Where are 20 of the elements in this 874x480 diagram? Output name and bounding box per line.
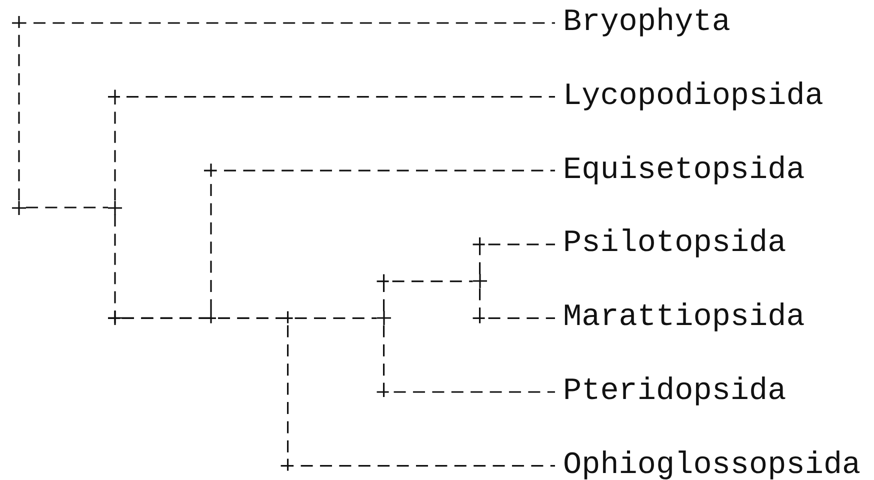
taxon-label: Marattiopsida xyxy=(563,300,805,336)
junction-mark xyxy=(376,311,391,326)
junction-mark xyxy=(12,200,26,214)
branch-line xyxy=(11,15,556,202)
taxon-label: Lycopodiopsida xyxy=(563,78,824,115)
branch-line xyxy=(472,288,556,326)
junction-mark xyxy=(108,311,122,326)
branch-line xyxy=(26,206,108,208)
branch-line xyxy=(376,324,556,400)
branch-line xyxy=(376,274,474,312)
junction-mark xyxy=(472,274,487,288)
taxon-label: Psilotopsida xyxy=(563,226,786,262)
junction-mark xyxy=(108,200,122,214)
branch-line xyxy=(472,236,556,276)
branch-line xyxy=(122,317,377,319)
taxon-label: Bryophyta xyxy=(563,5,730,41)
taxon-label: Equisetopsida xyxy=(563,152,805,189)
branch-line xyxy=(107,89,556,202)
taxon-label: Pteridopsida xyxy=(563,374,786,410)
taxon-label: Ophioglossopsida xyxy=(563,448,861,480)
